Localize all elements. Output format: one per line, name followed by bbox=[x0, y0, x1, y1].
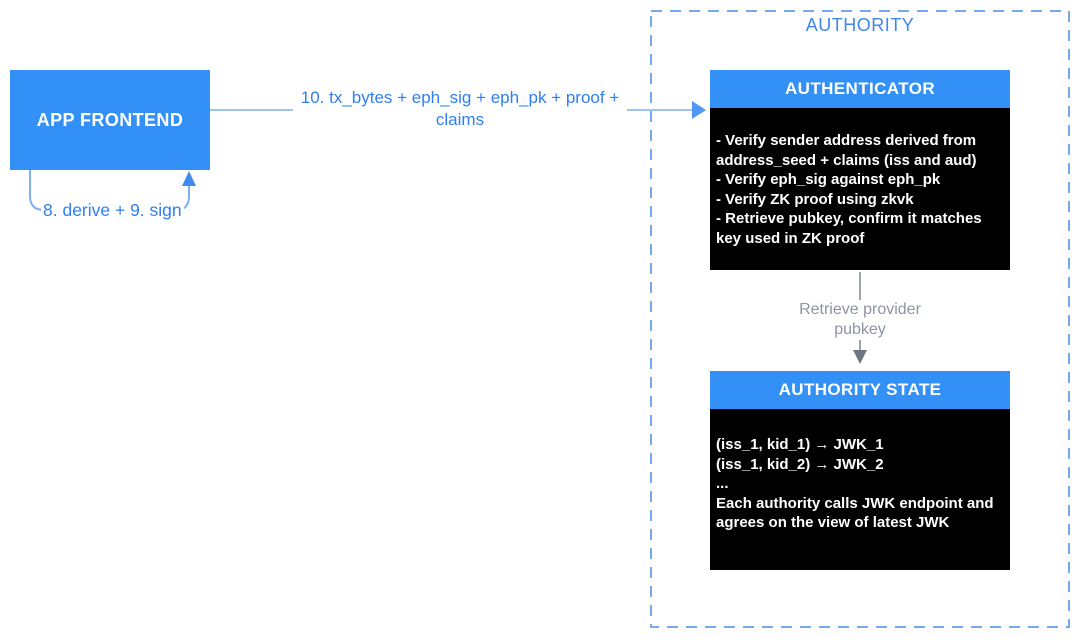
authority-state-body: (iss_1, kid_1) → JWK_1(iss_1, kid_2) → J… bbox=[710, 409, 1010, 570]
authority-dashed-border bbox=[650, 10, 1070, 628]
authenticator-title-bar: AUTHENTICATOR bbox=[710, 70, 1010, 108]
retrieve-arrow-head-icon bbox=[853, 350, 867, 364]
derive-sign-arrow-head-icon bbox=[182, 171, 196, 186]
app-frontend-node: APP FRONTEND bbox=[10, 70, 210, 170]
authenticator-title: AUTHENTICATOR bbox=[784, 79, 935, 98]
app-frontend-label: APP FRONTEND bbox=[36, 109, 184, 130]
authority-group-label: AUTHORITY bbox=[805, 15, 915, 35]
authority-border-rect bbox=[650, 10, 1070, 628]
tx-arrow-label: 10. tx_bytes + eph_sig + eph_pk + proof … bbox=[293, 87, 627, 131]
authority-state-title: AUTHORITY STATE bbox=[778, 380, 942, 399]
tx-arrow-head-icon bbox=[692, 101, 706, 119]
authority-state-title-bar: AUTHORITY STATE bbox=[710, 371, 1010, 409]
derive-sign-label: 8. derive + 9. sign bbox=[41, 199, 184, 222]
